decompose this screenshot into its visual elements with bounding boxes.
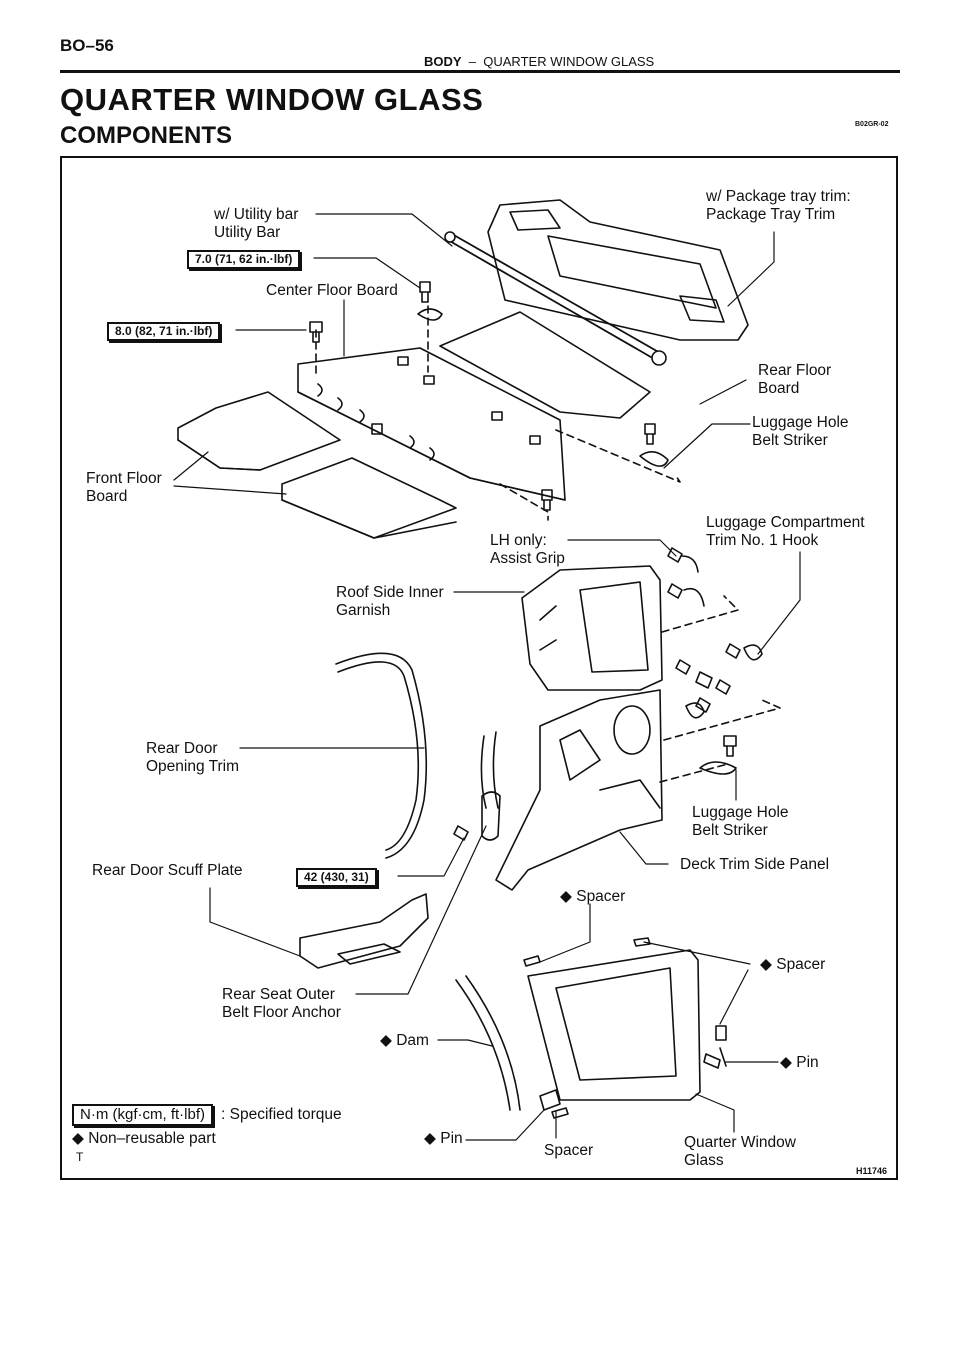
- running-section: BODY: [424, 54, 462, 69]
- label-roof-side-inner-garnish: Roof Side Inner Garnish: [336, 584, 444, 620]
- label-assist-grip-condition: LH only:: [490, 532, 547, 549]
- label-rear-floor-board-line1: Rear Floor: [758, 362, 832, 379]
- label-package-tray: w/ Package tray trim: Package Tray Trim: [706, 188, 851, 224]
- legend-torque: N·m (kgf·cm, ft·lbf) : Specified torque: [72, 1104, 342, 1126]
- label-quarter-window-glass: Quarter Window Glass: [684, 1134, 796, 1170]
- label-roof-garnish-line2: Garnish: [336, 602, 391, 619]
- label-luggage-hole-lower-line1: Luggage Hole: [692, 804, 789, 821]
- dam: [456, 976, 520, 1110]
- label-rear-floor-board: Rear Floor Board: [758, 362, 831, 398]
- label-spacer-bottom: Spacer: [544, 1142, 594, 1159]
- package-tray-trim: [488, 200, 748, 340]
- section-subtitle: COMPONENTS: [60, 122, 233, 149]
- label-luggage-compartment-hook: Luggage Compartment Trim No. 1 Hook: [706, 514, 865, 550]
- legend-t-mark: T: [76, 1150, 84, 1164]
- leader-lines: [174, 214, 800, 1140]
- label-utility-bar-condition: w/ Utility bar: [214, 206, 299, 223]
- page-number: BO–56: [60, 36, 114, 55]
- label-rear-door-trim-line1: Rear Door: [146, 740, 218, 757]
- label-luggage-hole-line1: Luggage Hole: [752, 414, 849, 431]
- belt-strikers: [418, 309, 736, 774]
- label-pin-bottom: ◆ Pin: [424, 1130, 463, 1147]
- location-lines: [316, 306, 780, 782]
- label-quarter-glass-line1: Quarter Window: [684, 1134, 796, 1151]
- label-rear-floor-board-line2: Board: [758, 380, 800, 397]
- label-deck-trim-side-panel: Deck Trim Side Panel: [680, 856, 830, 873]
- label-center-floor-board: Center Floor Board: [266, 282, 398, 299]
- front-floor-board: [178, 392, 456, 538]
- label-belt-anchor-line1: Rear Seat Outer: [222, 986, 335, 1003]
- roof-side-inner-garnish: [522, 566, 662, 690]
- label-rear-door-trim-line2: Opening Trim: [146, 758, 240, 775]
- label-roof-garnish-line1: Roof Side Inner: [336, 584, 444, 601]
- label-rear-door-scuff-plate: Rear Door Scuff Plate: [92, 862, 243, 879]
- label-belt-anchor-line2: Belt Floor Anchor: [222, 1004, 341, 1021]
- rear-door-scuff-plate: [300, 894, 428, 968]
- label-assist-grip: LH only: Assist Grip: [490, 532, 565, 568]
- label-pin-right: ◆ Pin: [780, 1054, 819, 1071]
- torque-spec-7: 7.0 (71, 62 in.·lbf): [187, 250, 301, 269]
- torque-spec-42: 42 (430, 31): [296, 868, 377, 887]
- quarter-window-glass: [528, 950, 700, 1100]
- label-spacer-right: ◆ Spacer: [760, 956, 826, 973]
- label-front-floor-line2: Board: [86, 488, 128, 505]
- figure-frame: [60, 156, 898, 1180]
- label-luggage-hole-belt-striker-upper: Luggage Hole Belt Striker: [752, 414, 849, 450]
- label-rear-door-opening-trim: Rear Door Opening Trim: [146, 740, 239, 776]
- running-topic: QUARTER WINDOW GLASS: [483, 54, 655, 69]
- label-luggage-hook-line2: Trim No. 1 Hook: [706, 532, 819, 549]
- label-front-floor-line1: Front Floor: [86, 470, 162, 487]
- rear-seat-belt-anchor: [481, 732, 500, 840]
- torque-spec-8: 8.0 (82, 71 in.·lbf): [107, 322, 221, 341]
- running-separator: –: [468, 54, 477, 69]
- label-front-floor-board: Front Floor Board: [86, 470, 162, 506]
- legend-unit-text: : Specified torque: [221, 1106, 342, 1123]
- label-luggage-hole-lower-line2: Belt Striker: [692, 822, 768, 839]
- label-package-tray-name: Package Tray Trim: [706, 206, 836, 223]
- luggage-hooks: [668, 548, 762, 718]
- label-utility-bar: w/ Utility bar Utility Bar: [214, 206, 298, 242]
- center-floor-board: [298, 348, 565, 500]
- label-luggage-hole-line2: Belt Striker: [752, 432, 828, 449]
- label-rear-seat-belt-anchor: Rear Seat Outer Belt Floor Anchor: [222, 986, 341, 1022]
- legend-nonreusable: ◆ Non–reusable part: [72, 1130, 216, 1147]
- document-code: B02GR-02: [855, 121, 889, 128]
- legend-unit-box: N·m (kgf·cm, ft·lbf): [72, 1104, 213, 1126]
- label-luggage-hook-line1: Luggage Compartment: [706, 514, 865, 531]
- rear-floor-board: [440, 312, 650, 418]
- bolts: [310, 282, 736, 840]
- utility-bar: [445, 232, 666, 365]
- figure-id: H11746: [856, 1166, 888, 1176]
- page-title: QUARTER WINDOW GLASS: [60, 82, 484, 117]
- spacers-pins: [524, 938, 726, 1118]
- label-luggage-hole-belt-striker-lower: Luggage Hole Belt Striker: [692, 804, 789, 840]
- header-rule: [60, 70, 900, 73]
- running-header: BODY – QUARTER WINDOW GLASS: [424, 54, 654, 69]
- label-package-tray-condition: w/ Package tray trim:: [706, 188, 851, 205]
- label-spacer-top: ◆ Spacer: [560, 888, 626, 905]
- label-assist-grip-name: Assist Grip: [490, 550, 565, 567]
- label-quarter-glass-line2: Glass: [684, 1152, 724, 1169]
- rear-door-opening-trim: [336, 653, 426, 858]
- label-dam: ◆ Dam: [380, 1032, 429, 1049]
- label-utility-bar-name: Utility Bar: [214, 224, 281, 241]
- deck-trim-side-panel: [496, 690, 662, 890]
